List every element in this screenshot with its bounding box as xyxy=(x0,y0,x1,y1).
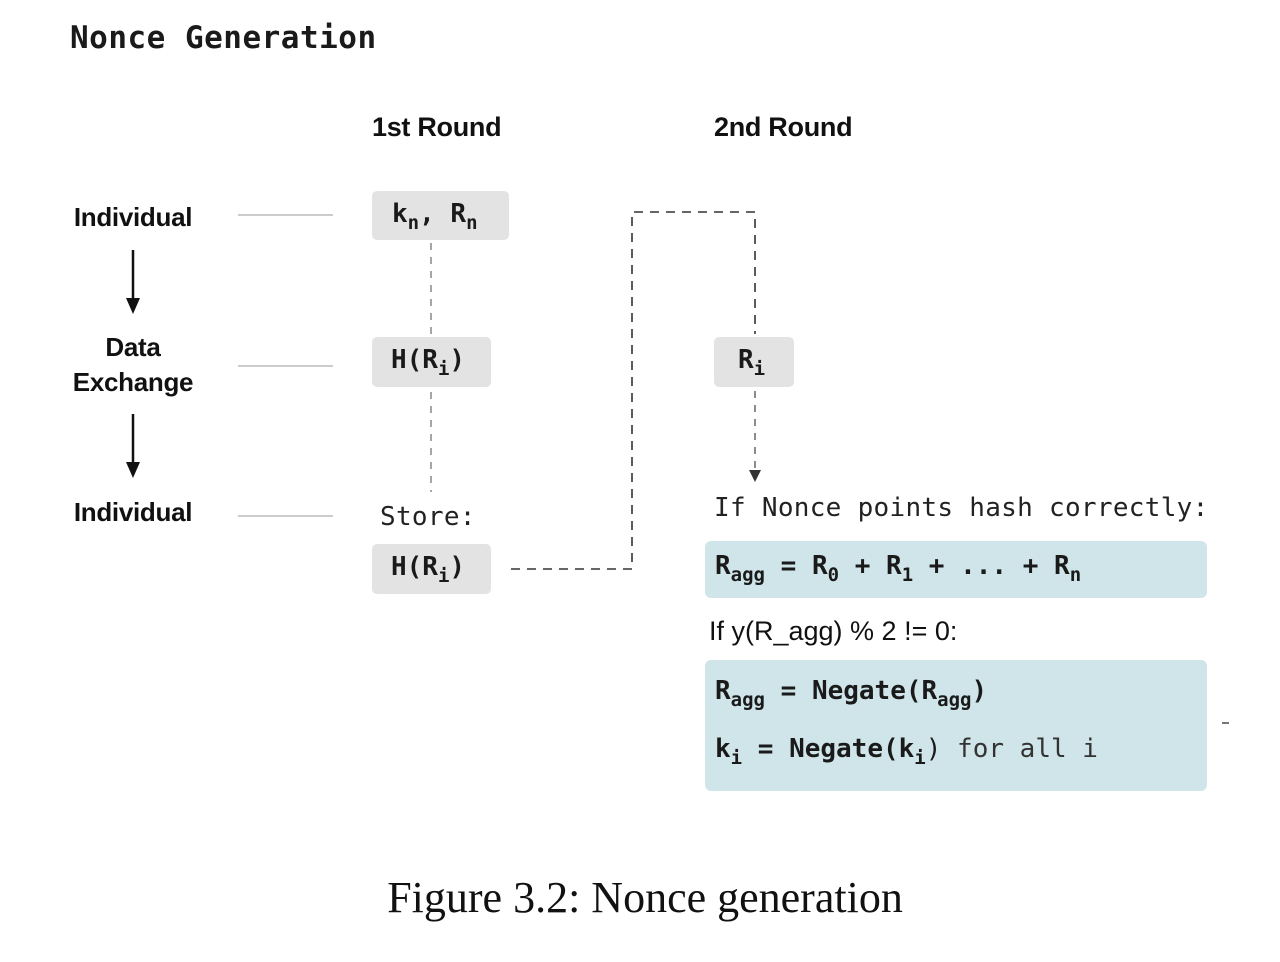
nonce-point-r: R xyxy=(738,345,754,375)
stored-hash-sub: i xyxy=(437,565,450,587)
stored-hash-box: H(Ri) xyxy=(372,544,491,594)
negate2-lhs-sub: i xyxy=(730,747,743,769)
negate1-lhs: R xyxy=(715,676,731,706)
negate2-tail: for all i xyxy=(941,734,1098,764)
key-pair-sep: , xyxy=(419,199,451,229)
agg-termn-sub: n xyxy=(1069,564,1082,586)
agg-term0-sub: 0 xyxy=(827,564,840,586)
negate2-arg-sub: i xyxy=(914,747,926,769)
agg-lhs: R xyxy=(715,551,731,581)
stage-label-individual-2: Individual xyxy=(73,497,193,527)
hash-commit-suffix: ) xyxy=(449,345,466,375)
second-round-header: 2nd Round xyxy=(714,112,853,142)
nonce-k-sub: n xyxy=(407,212,420,234)
nonce-r: R xyxy=(450,199,467,229)
negate1-mid: = Negate(R xyxy=(764,676,938,706)
stored-hash-prefix: H(R xyxy=(391,552,438,582)
hash-commit-prefix: H(R xyxy=(391,345,438,375)
hash-check-condition: If Nonce points hash correctly: xyxy=(714,493,1209,523)
nonce-point-sub: i xyxy=(753,358,766,380)
dashed-path-to-second-round xyxy=(511,211,756,570)
negate2-close: ) xyxy=(925,734,942,764)
page-title: Nonce Generation xyxy=(70,20,377,56)
hash-commit-sub: i xyxy=(437,358,450,380)
agg-rest: + ... + R xyxy=(913,551,1070,581)
stage-label-data-exchange: Data Exchange xyxy=(58,330,208,400)
store-label: Store: xyxy=(380,502,476,532)
negate-line-1: Ragg = Negate(Ragg) xyxy=(715,676,1207,734)
negate2-mid: = Negate(k xyxy=(742,734,915,764)
agg-plus1: + R xyxy=(839,551,902,581)
agg-eq: = R xyxy=(764,551,828,581)
aggregate-equation-box: Ragg = R0 + R1 + ... + Rn xyxy=(705,541,1207,598)
first-round-header: 1st Round xyxy=(372,112,502,142)
nonce-r-sub: n xyxy=(466,212,478,234)
negate1-arg-sub: agg xyxy=(937,689,972,711)
nonce-point-box: Ri xyxy=(714,337,794,387)
parity-condition: If y(R_agg) % 2 != 0: xyxy=(709,616,958,646)
stage-label-data-exchange-line1: Data xyxy=(105,332,161,362)
hash-commit-box: H(Ri) xyxy=(372,337,491,387)
negate-line-2: ki = Negate(ki) for all i xyxy=(715,734,1207,768)
negate1-close: ) xyxy=(971,676,988,706)
negate2-lhs: k xyxy=(715,734,731,764)
negate-box: Ragg = Negate(Ragg) ki = Negate(ki) for … xyxy=(705,660,1207,791)
agg-lhs-sub: agg xyxy=(730,564,765,586)
nonce-k: k xyxy=(392,199,408,229)
key-pair-box: kn, Rn xyxy=(372,191,509,240)
figure-caption: Figure 3.2: Nonce generation xyxy=(387,873,903,922)
stage-label-individual-1: Individual xyxy=(73,202,193,232)
stage-label-data-exchange-line2: Exchange xyxy=(72,367,194,397)
agg-term1-sub: 1 xyxy=(901,564,914,586)
stored-hash-suffix: ) xyxy=(449,552,466,582)
negate1-lhs-sub: agg xyxy=(730,689,765,711)
